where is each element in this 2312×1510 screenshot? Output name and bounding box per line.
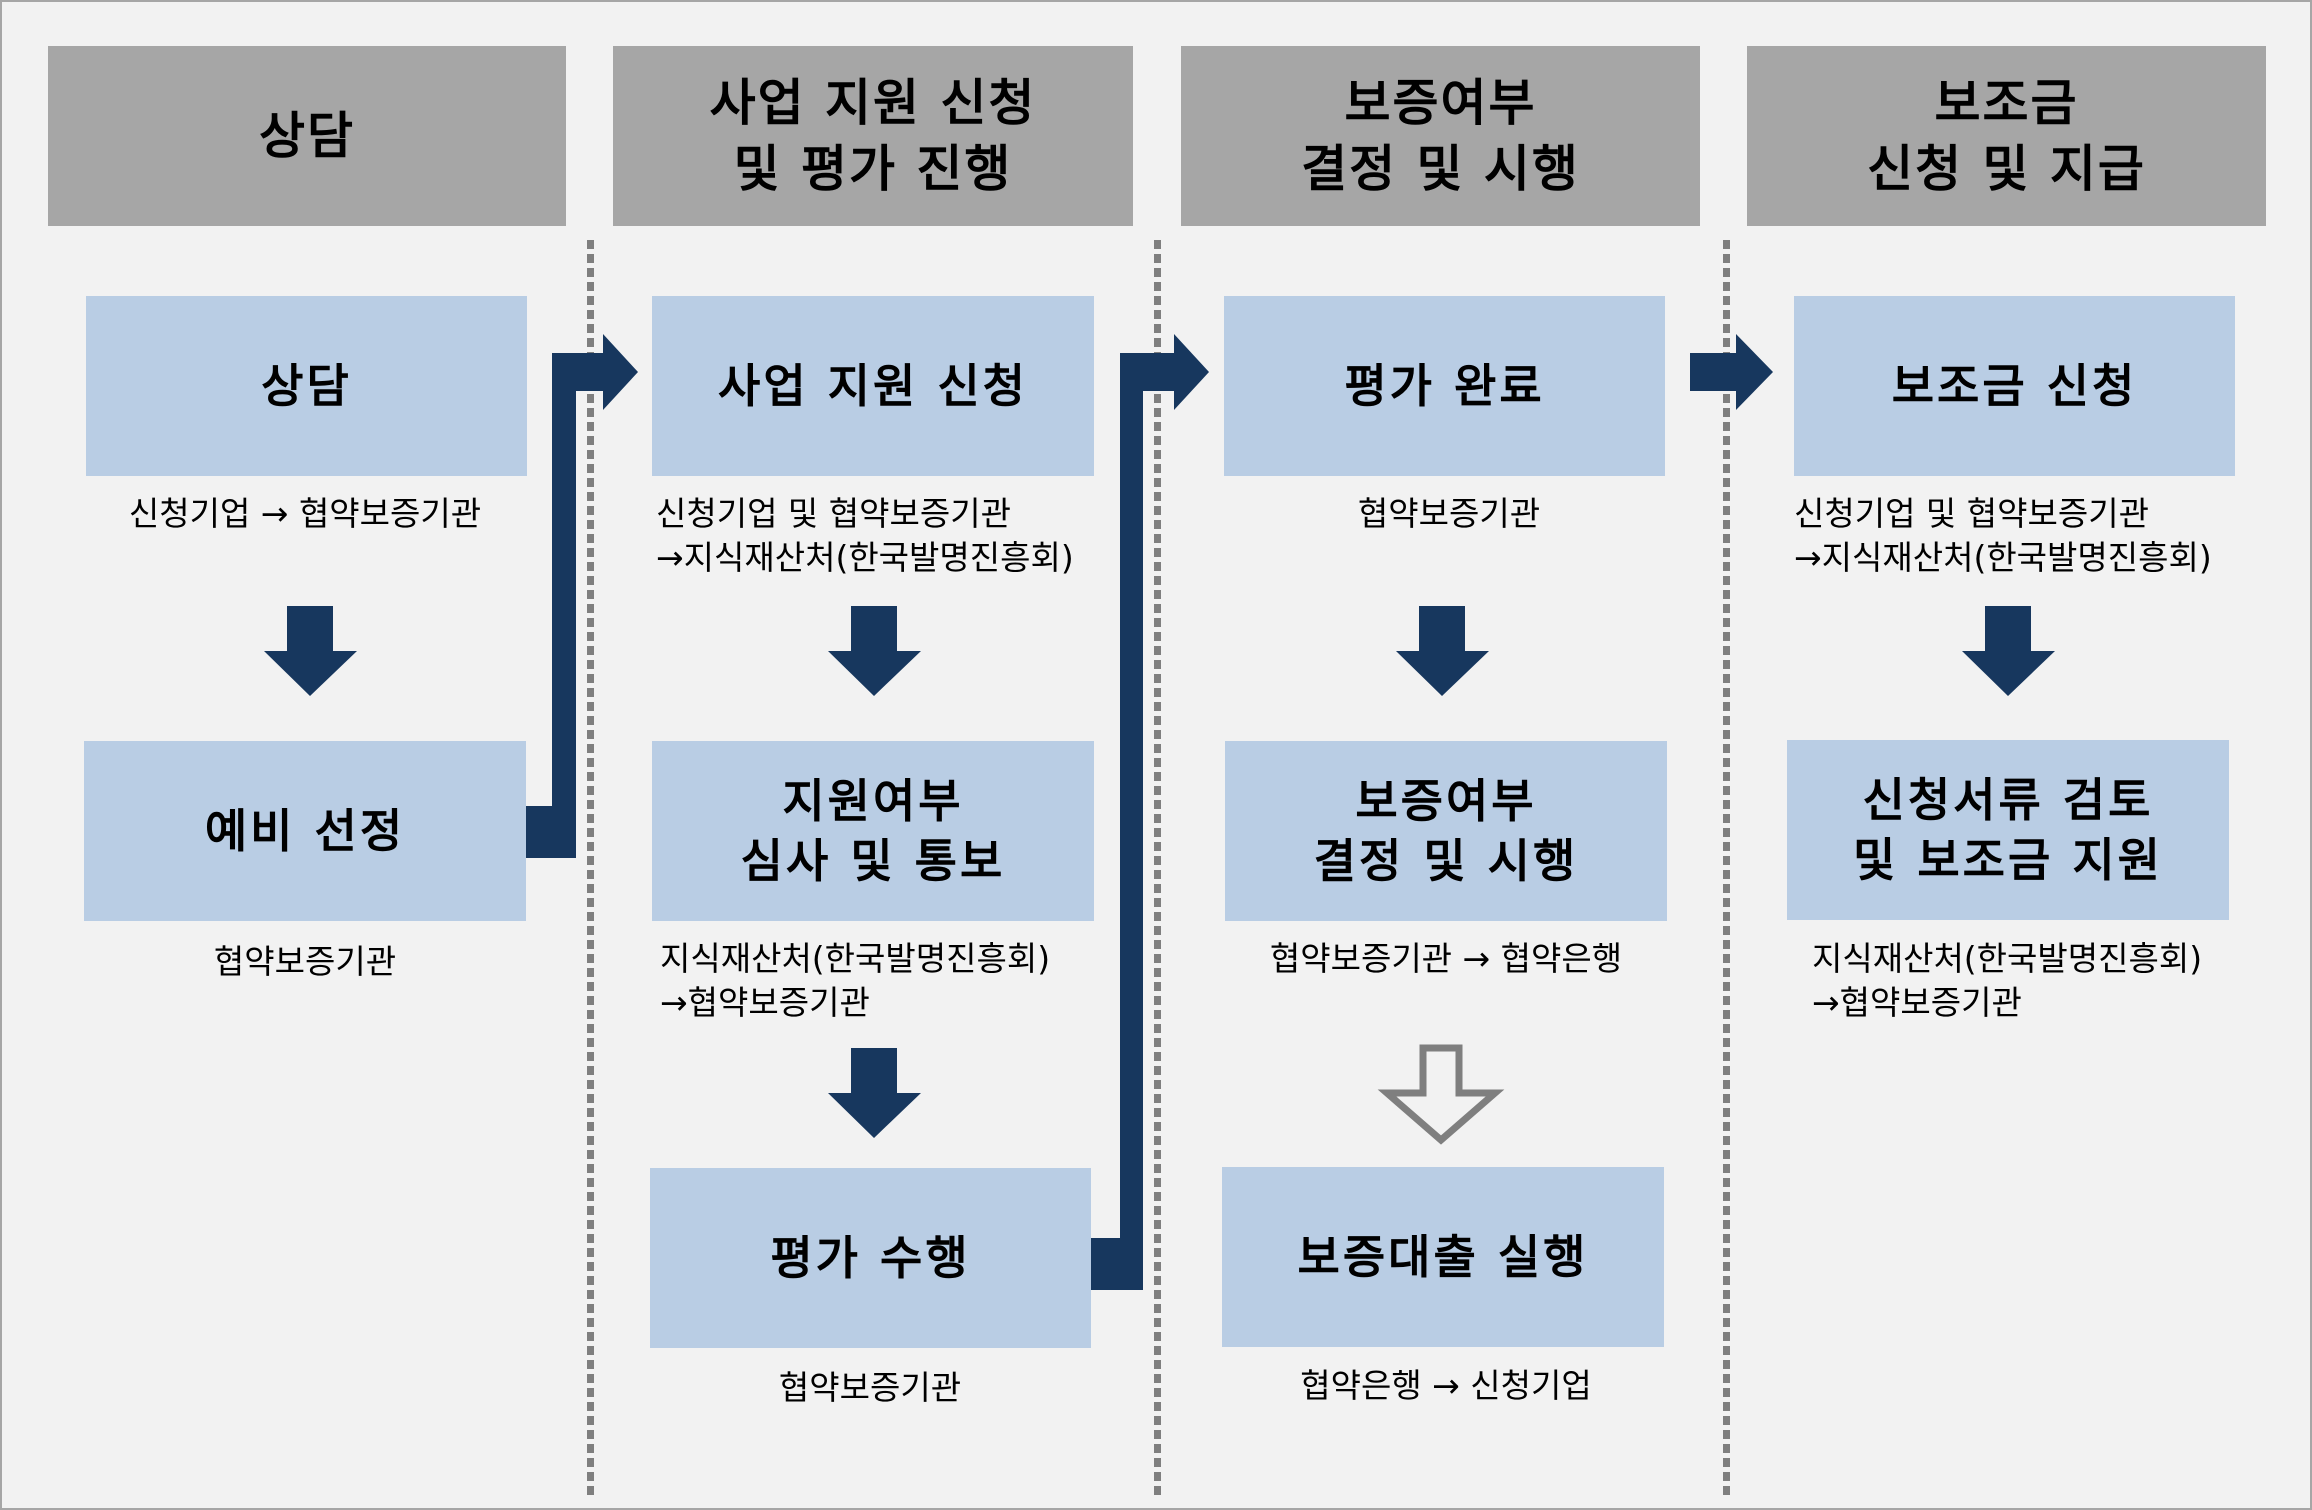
- column-header-guarantee: 보증여부 결정 및 시행: [1181, 46, 1700, 226]
- step-caption: 지식재산처(한국발명진흥회) →협약보증기관: [660, 939, 1051, 1022]
- step-caption: 신청기업 및 협약보증기관 →지식재산처(한국발명진흥회): [656, 494, 1074, 577]
- step-caption: 협약보증기관: [778, 1368, 962, 1407]
- step-caption: 협약보증기관: [213, 942, 397, 981]
- step-caption: 신청기업 및 협약보증기관 →지식재산처(한국발명진흥회): [1794, 494, 2212, 577]
- step-review-notification: 지원여부 심사 및 통보: [652, 741, 1094, 921]
- step-business-application: 사업 지원 신청: [652, 296, 1094, 476]
- step-consultation: 상담: [86, 296, 527, 476]
- step-preliminary-selection: 예비 선정: [84, 741, 526, 921]
- step-guarantee-loan: 보증대출 실행: [1222, 1167, 1664, 1347]
- step-evaluation-complete: 평가 완료: [1224, 296, 1665, 476]
- column-divider: [1723, 240, 1730, 1496]
- step-subsidy-application: 보조금 신청: [1794, 296, 2235, 476]
- step-caption: 협약보증기관 → 협약은행: [1269, 939, 1623, 978]
- step-caption: 신청기업 → 협약보증기관: [128, 494, 482, 533]
- column-header-consultation: 상담: [48, 46, 566, 226]
- column-divider: [587, 240, 594, 1496]
- step-caption: 협약보증기관: [1357, 494, 1541, 533]
- step-caption: 협약은행 → 신청기업: [1300, 1366, 1592, 1405]
- step-document-review-subsidy: 신청서류 검토 및 보조금 지원: [1787, 740, 2229, 920]
- column-header-application: 사업 지원 신청 및 평가 진행: [613, 46, 1133, 226]
- step-caption: 지식재산처(한국발명진흥회) →협약보증기관: [1812, 939, 2203, 1022]
- column-header-subsidy: 보조금 신청 및 지급: [1747, 46, 2266, 226]
- step-guarantee-decision: 보증여부 결정 및 시행: [1225, 741, 1667, 921]
- column-divider: [1154, 240, 1161, 1496]
- step-evaluation: 평가 수행: [650, 1168, 1091, 1348]
